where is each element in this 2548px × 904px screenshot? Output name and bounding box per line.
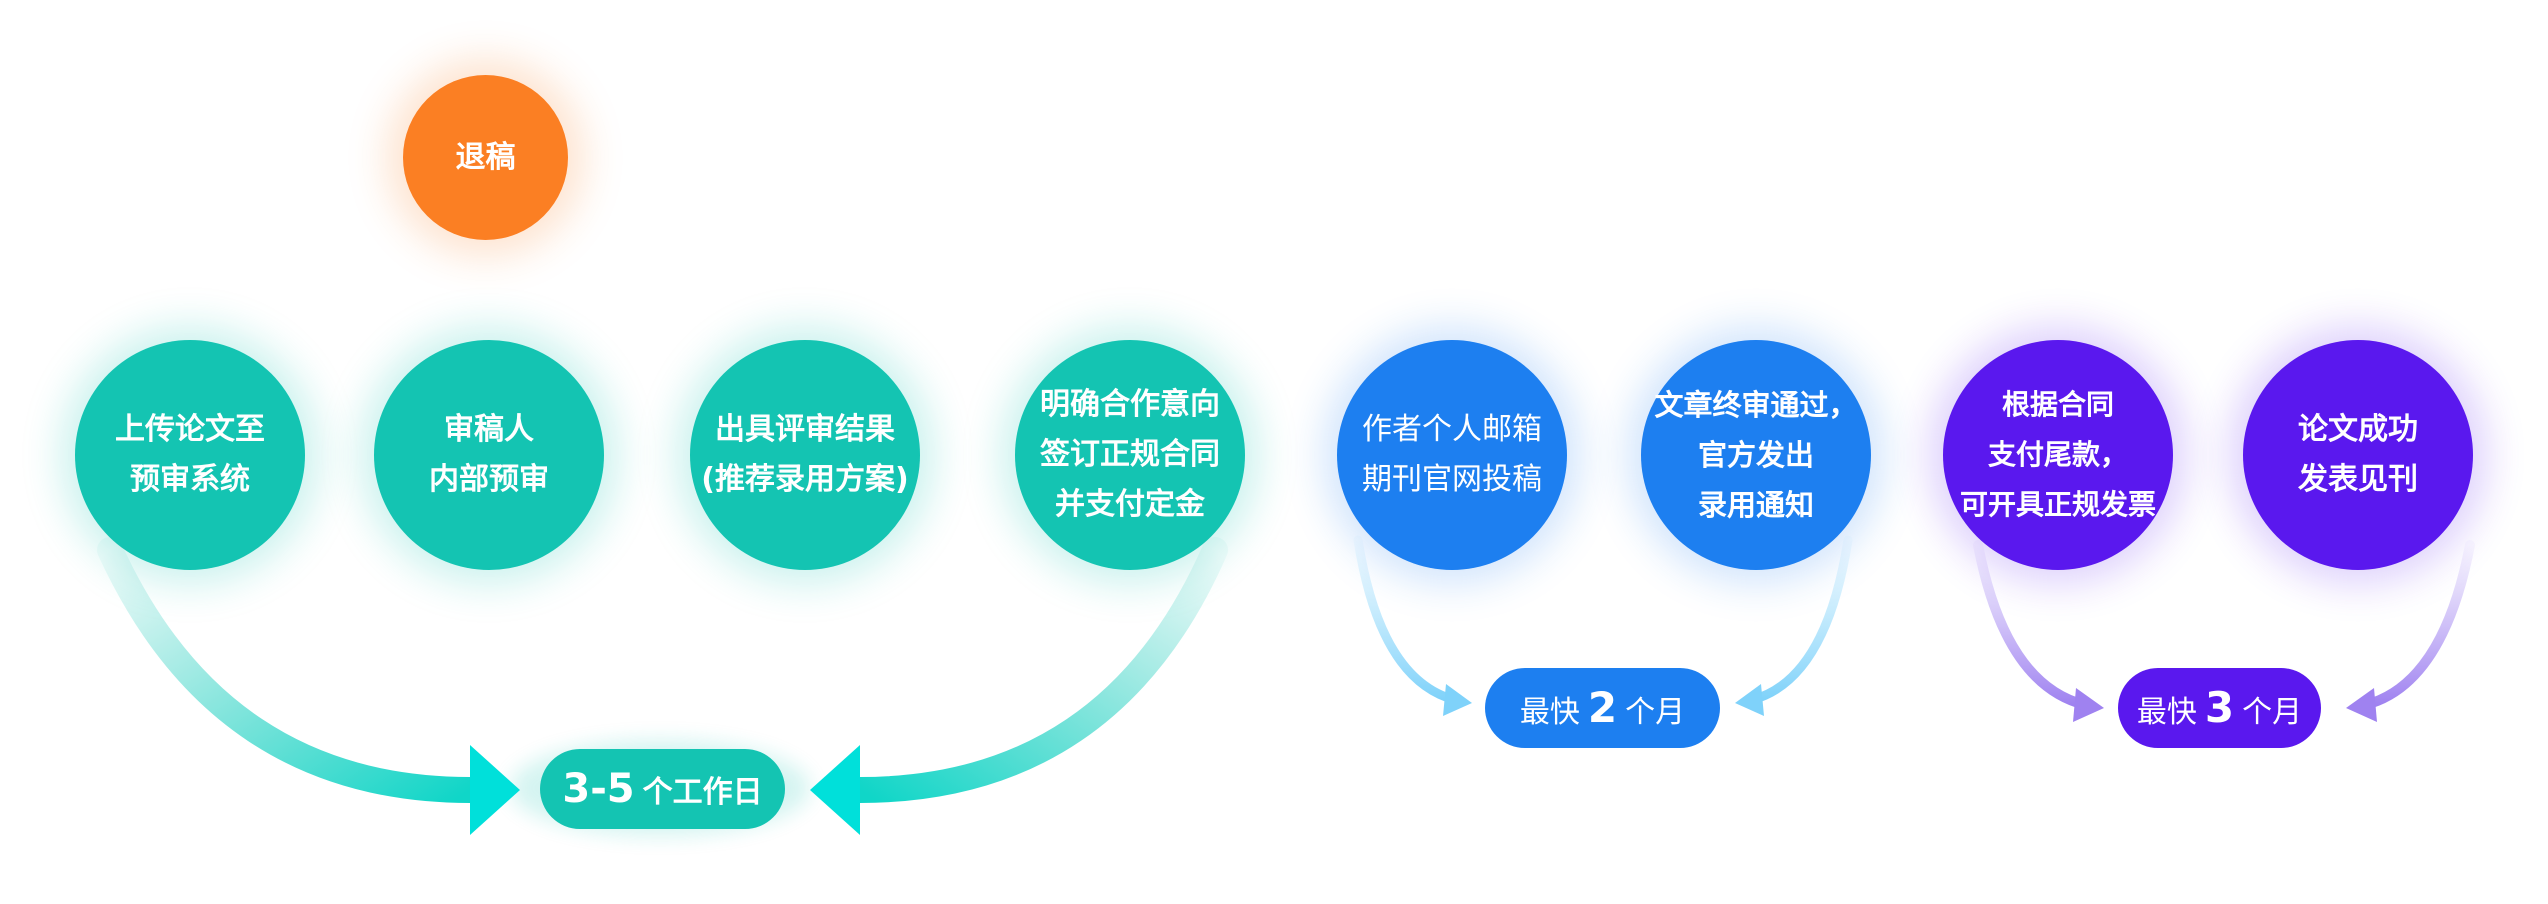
node-contract-line-1: 明确合作意向 (1040, 387, 1220, 422)
node-payment-line-1: 根据合同 (2001, 388, 2114, 421)
step-connector (1555, 439, 1632, 471)
sweep-arrow-left (97, 537, 483, 803)
node-withdraw-line-1: 退稿 (455, 139, 516, 175)
node-accept-line-2: 官方发出 (1697, 438, 1814, 472)
curve-arrow-violet-left (1973, 540, 2090, 710)
node-payment-line-3: 可开具正规发票 (1959, 488, 2156, 521)
node-payment-line-2: 支付尾款， (1987, 438, 2128, 471)
curve-arrow-blue-left (1353, 535, 1460, 705)
duration-third-prefix: 最快 (2136, 695, 2197, 730)
node-publish: 论文成功 发表见刊 (2243, 340, 2473, 570)
curve-arrow-violet-right-head (2346, 688, 2377, 722)
node-accept-line-3: 录用通知 (1697, 488, 1814, 522)
curve-arrow-blue-left-head (1443, 684, 1472, 716)
sweep-arrow-left-head (470, 745, 520, 835)
curve-arrow-blue-right-head (1735, 684, 1764, 716)
node-result-line-1: 出具评审结果 (714, 412, 895, 447)
node-upload-line-2: 预审系统 (130, 462, 250, 497)
sweep-arrow-right (847, 537, 1228, 803)
node-reviewer-line-1: 审稿人 (444, 412, 534, 447)
node-contract: 明确合作意向 签订正规合同 并支付定金 (1015, 340, 1245, 570)
node-publish-line-2: 发表见刊 (2298, 462, 2418, 497)
node-payment: 根据合同 支付尾款， 可开具正规发票 (1943, 340, 2173, 570)
duration-second-value: 2 (1587, 683, 1618, 732)
curve-arrow-blue-right (1747, 535, 1853, 705)
duration-second-prefix: 最快 (1519, 695, 1580, 730)
duration-pill-first: 3-5 个工作日 (540, 749, 785, 829)
sweep-arrow-right-head (810, 745, 860, 835)
node-result: 出具评审结果 (推荐录用方案) (690, 340, 920, 570)
node-upload: 上传论文至 预审系统 (75, 340, 305, 570)
node-upload-line-1: 上传论文至 (115, 412, 265, 447)
node-publish-line-1: 论文成功 (2298, 412, 2418, 447)
curve-arrow-violet-right (2360, 540, 2475, 710)
node-result-line-2: (推荐录用方案) (701, 462, 909, 497)
duration-third-value: 3 (2204, 683, 2235, 732)
node-contract-line-3: 并支付定金 (1055, 487, 1205, 522)
duration-third-unit: 个月 (2242, 695, 2303, 730)
node-accept: 文章终审通过， 官方发出 录用通知 (1641, 340, 1871, 570)
duration-first-value: 3-5 (562, 766, 635, 812)
duration-second-unit: 个月 (1625, 695, 1686, 730)
curve-arrow-violet-left-head (2073, 688, 2104, 722)
node-accept-line-1: 文章终审通过， (1654, 388, 1858, 422)
node-reviewer: 审稿人 内部预审 (374, 340, 604, 570)
duration-first-unit: 个工作日 (642, 775, 763, 810)
node-withdraw: 退稿 (403, 75, 568, 240)
node-submit: 作者个人邮箱 期刊官网投稿 (1337, 340, 1567, 570)
duration-pill-second: 最快 2 个月 (1485, 668, 1720, 748)
node-contract-line-2: 签订正规合同 (1040, 437, 1220, 472)
duration-pill-third: 最快 3 个月 (2118, 668, 2321, 748)
node-submit-line-2: 期刊官网投稿 (1362, 462, 1542, 497)
node-submit-line-1: 作者个人邮箱 (1362, 412, 1542, 447)
step-connector (1860, 439, 1952, 471)
node-reviewer-line-2: 内部预审 (429, 462, 549, 497)
